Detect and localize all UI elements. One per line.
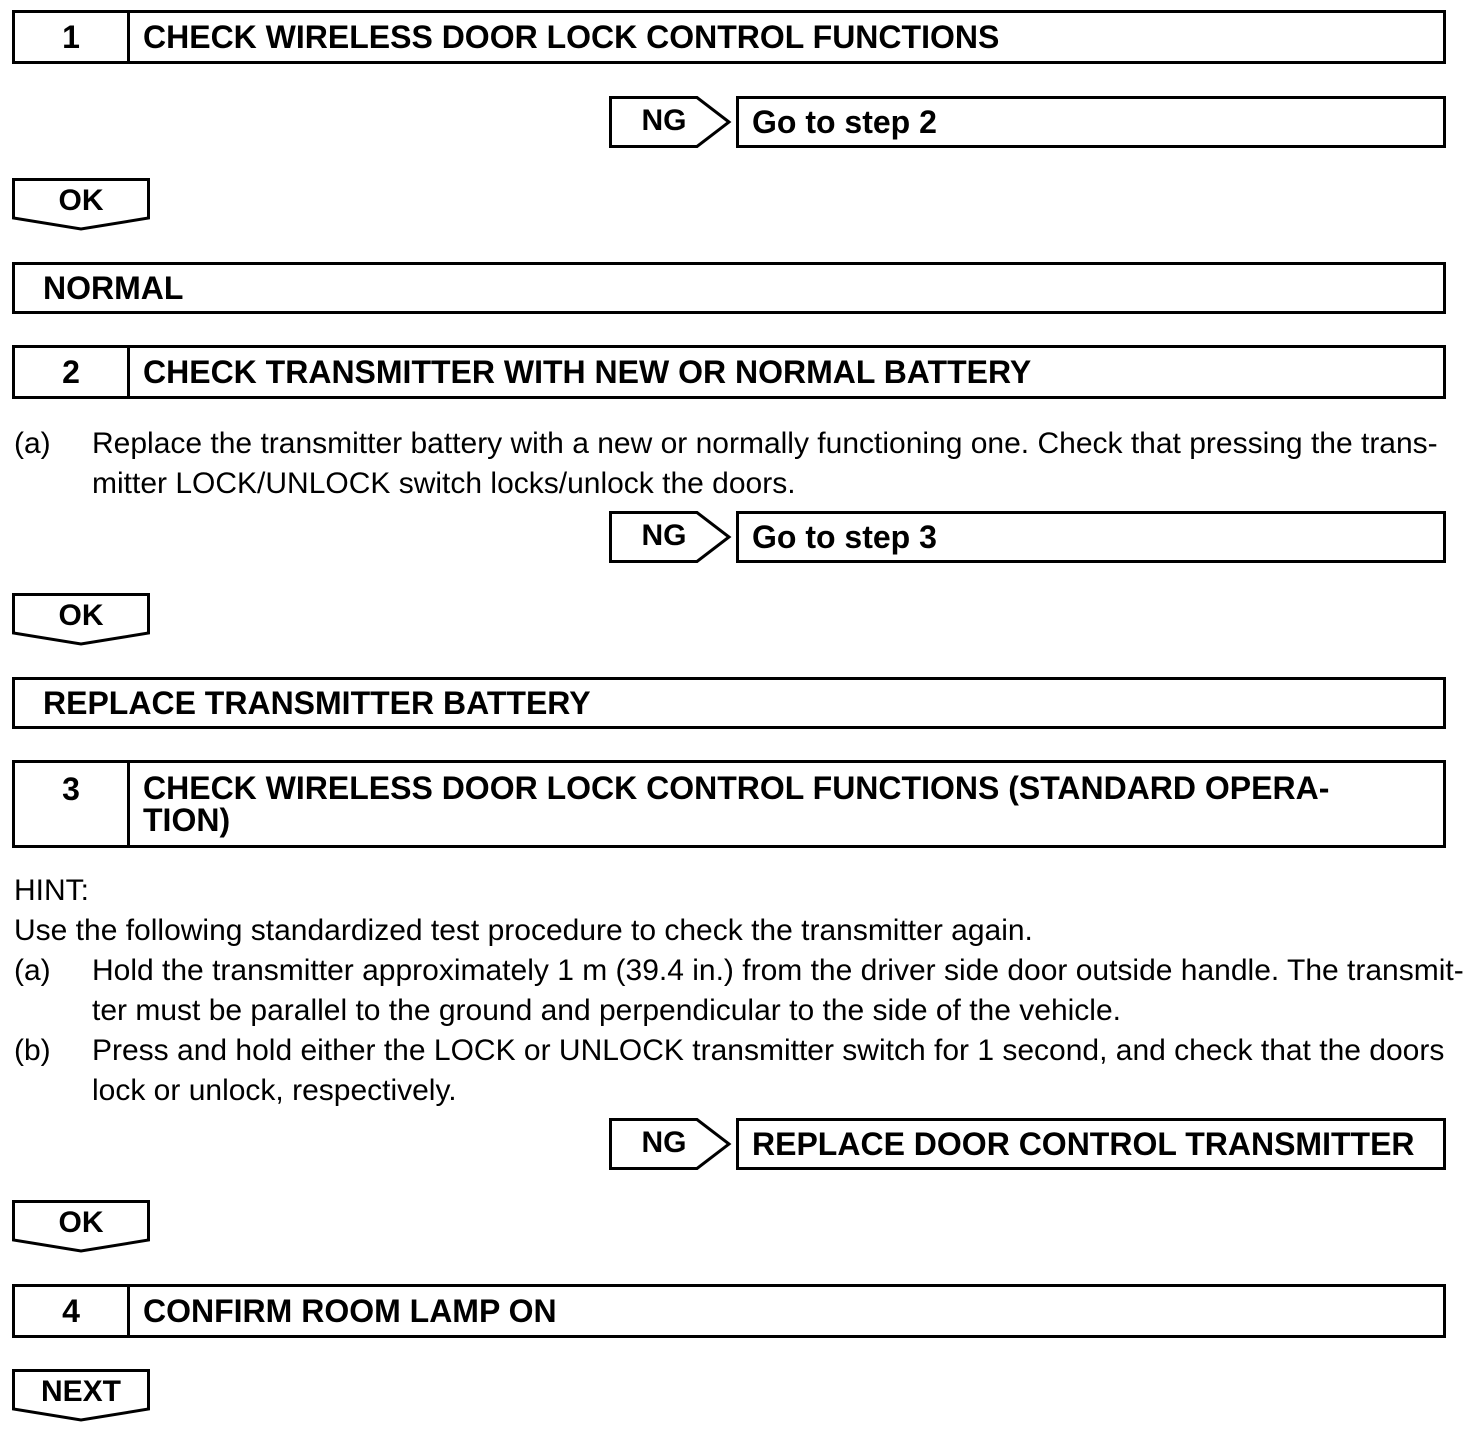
down-arrow-icon (12, 593, 150, 646)
step3-item-a-label: (a) (14, 954, 51, 987)
ng-action: REPLACE DOOR CONTROL TRANSMITTER (736, 1118, 1446, 1170)
step-title: CONFIRM ROOM LAMP ON (143, 1293, 557, 1329)
ok-label: OK (58, 1206, 104, 1239)
step3-item-b-line1: Press and hold either the LOCK or UNLOCK… (92, 1034, 1445, 1067)
ng-arrow-icon (609, 1118, 732, 1170)
step-number: 2 (15, 348, 130, 396)
hint-intro: Use the following standardized test proc… (14, 914, 1033, 947)
step3-item-b-line2: lock or unlock, respectively. (92, 1074, 457, 1107)
step-number: 1 (15, 13, 130, 61)
ng-action: Go to step 3 (736, 511, 1446, 563)
step-3-header: 3 CHECK WIRELESS DOOR LOCK CONTROL FUNCT… (12, 760, 1446, 848)
next-label: NEXT (40, 1375, 121, 1408)
ng-branch-2: NG Go to step 3 (609, 511, 1446, 563)
step-title: CHECK WIRELESS DOOR LOCK CONTROL FUNCTIO… (130, 763, 1443, 845)
next-arrow: NEXT (12, 1369, 150, 1423)
step2-item-a-label: (a) (14, 427, 51, 460)
step3-item-a-line1: Hold the transmitter approximately 1 m (… (92, 954, 1464, 987)
down-arrow-icon (12, 178, 150, 231)
step-2-header: 2 CHECK TRANSMITTER WITH NEW OR NORMAL B… (12, 345, 1446, 399)
step-1-header: 1 CHECK WIRELESS DOOR LOCK CONTROL FUNCT… (12, 10, 1446, 64)
step-number: 3 (15, 763, 130, 845)
ng-branch-1: NG Go to step 2 (609, 96, 1446, 148)
ng-action: Go to step 2 (736, 96, 1446, 148)
step-title-line1: CHECK WIRELESS DOOR LOCK CONTROL FUNCTIO… (143, 770, 1330, 806)
ok-arrow-1: OK (12, 178, 150, 232)
step-title: CHECK TRANSMITTER WITH NEW OR NORMAL BAT… (143, 354, 1032, 390)
step3-item-b-label: (b) (14, 1034, 51, 1067)
ng-label: NG (641, 519, 687, 552)
step-4-header: 4 CONFIRM ROOM LAMP ON (12, 1284, 1446, 1338)
step2-item-a-line2: mitter LOCK/UNLOCK switch locks/unlock t… (92, 467, 796, 500)
step-title: CHECK WIRELESS DOOR LOCK CONTROL FUNCTIO… (143, 19, 1000, 55)
step3-item-a-line2: ter must be parallel to the ground and p… (92, 994, 1121, 1027)
ok-arrow-3: OK (12, 1200, 150, 1254)
down-arrow-icon (12, 1200, 150, 1253)
down-arrow-icon (12, 1369, 150, 1422)
result-normal: NORMAL (12, 262, 1446, 314)
hint-label: HINT: (14, 874, 89, 907)
ng-branch-3: NG REPLACE DOOR CONTROL TRANSMITTER (609, 1118, 1446, 1170)
step-number: 4 (15, 1287, 130, 1335)
ng-arrow-icon (609, 511, 732, 563)
step2-item-a-line1: Replace the transmitter battery with a n… (92, 427, 1438, 460)
ok-label: OK (58, 599, 104, 632)
ng-label: NG (641, 104, 687, 137)
result-replace-battery: REPLACE TRANSMITTER BATTERY (12, 677, 1446, 729)
ng-label: NG (641, 1126, 687, 1159)
ng-arrow-icon (609, 96, 732, 148)
step-title-line2: TION) (143, 802, 231, 838)
ok-arrow-2: OK (12, 593, 150, 647)
ok-label: OK (58, 184, 104, 217)
